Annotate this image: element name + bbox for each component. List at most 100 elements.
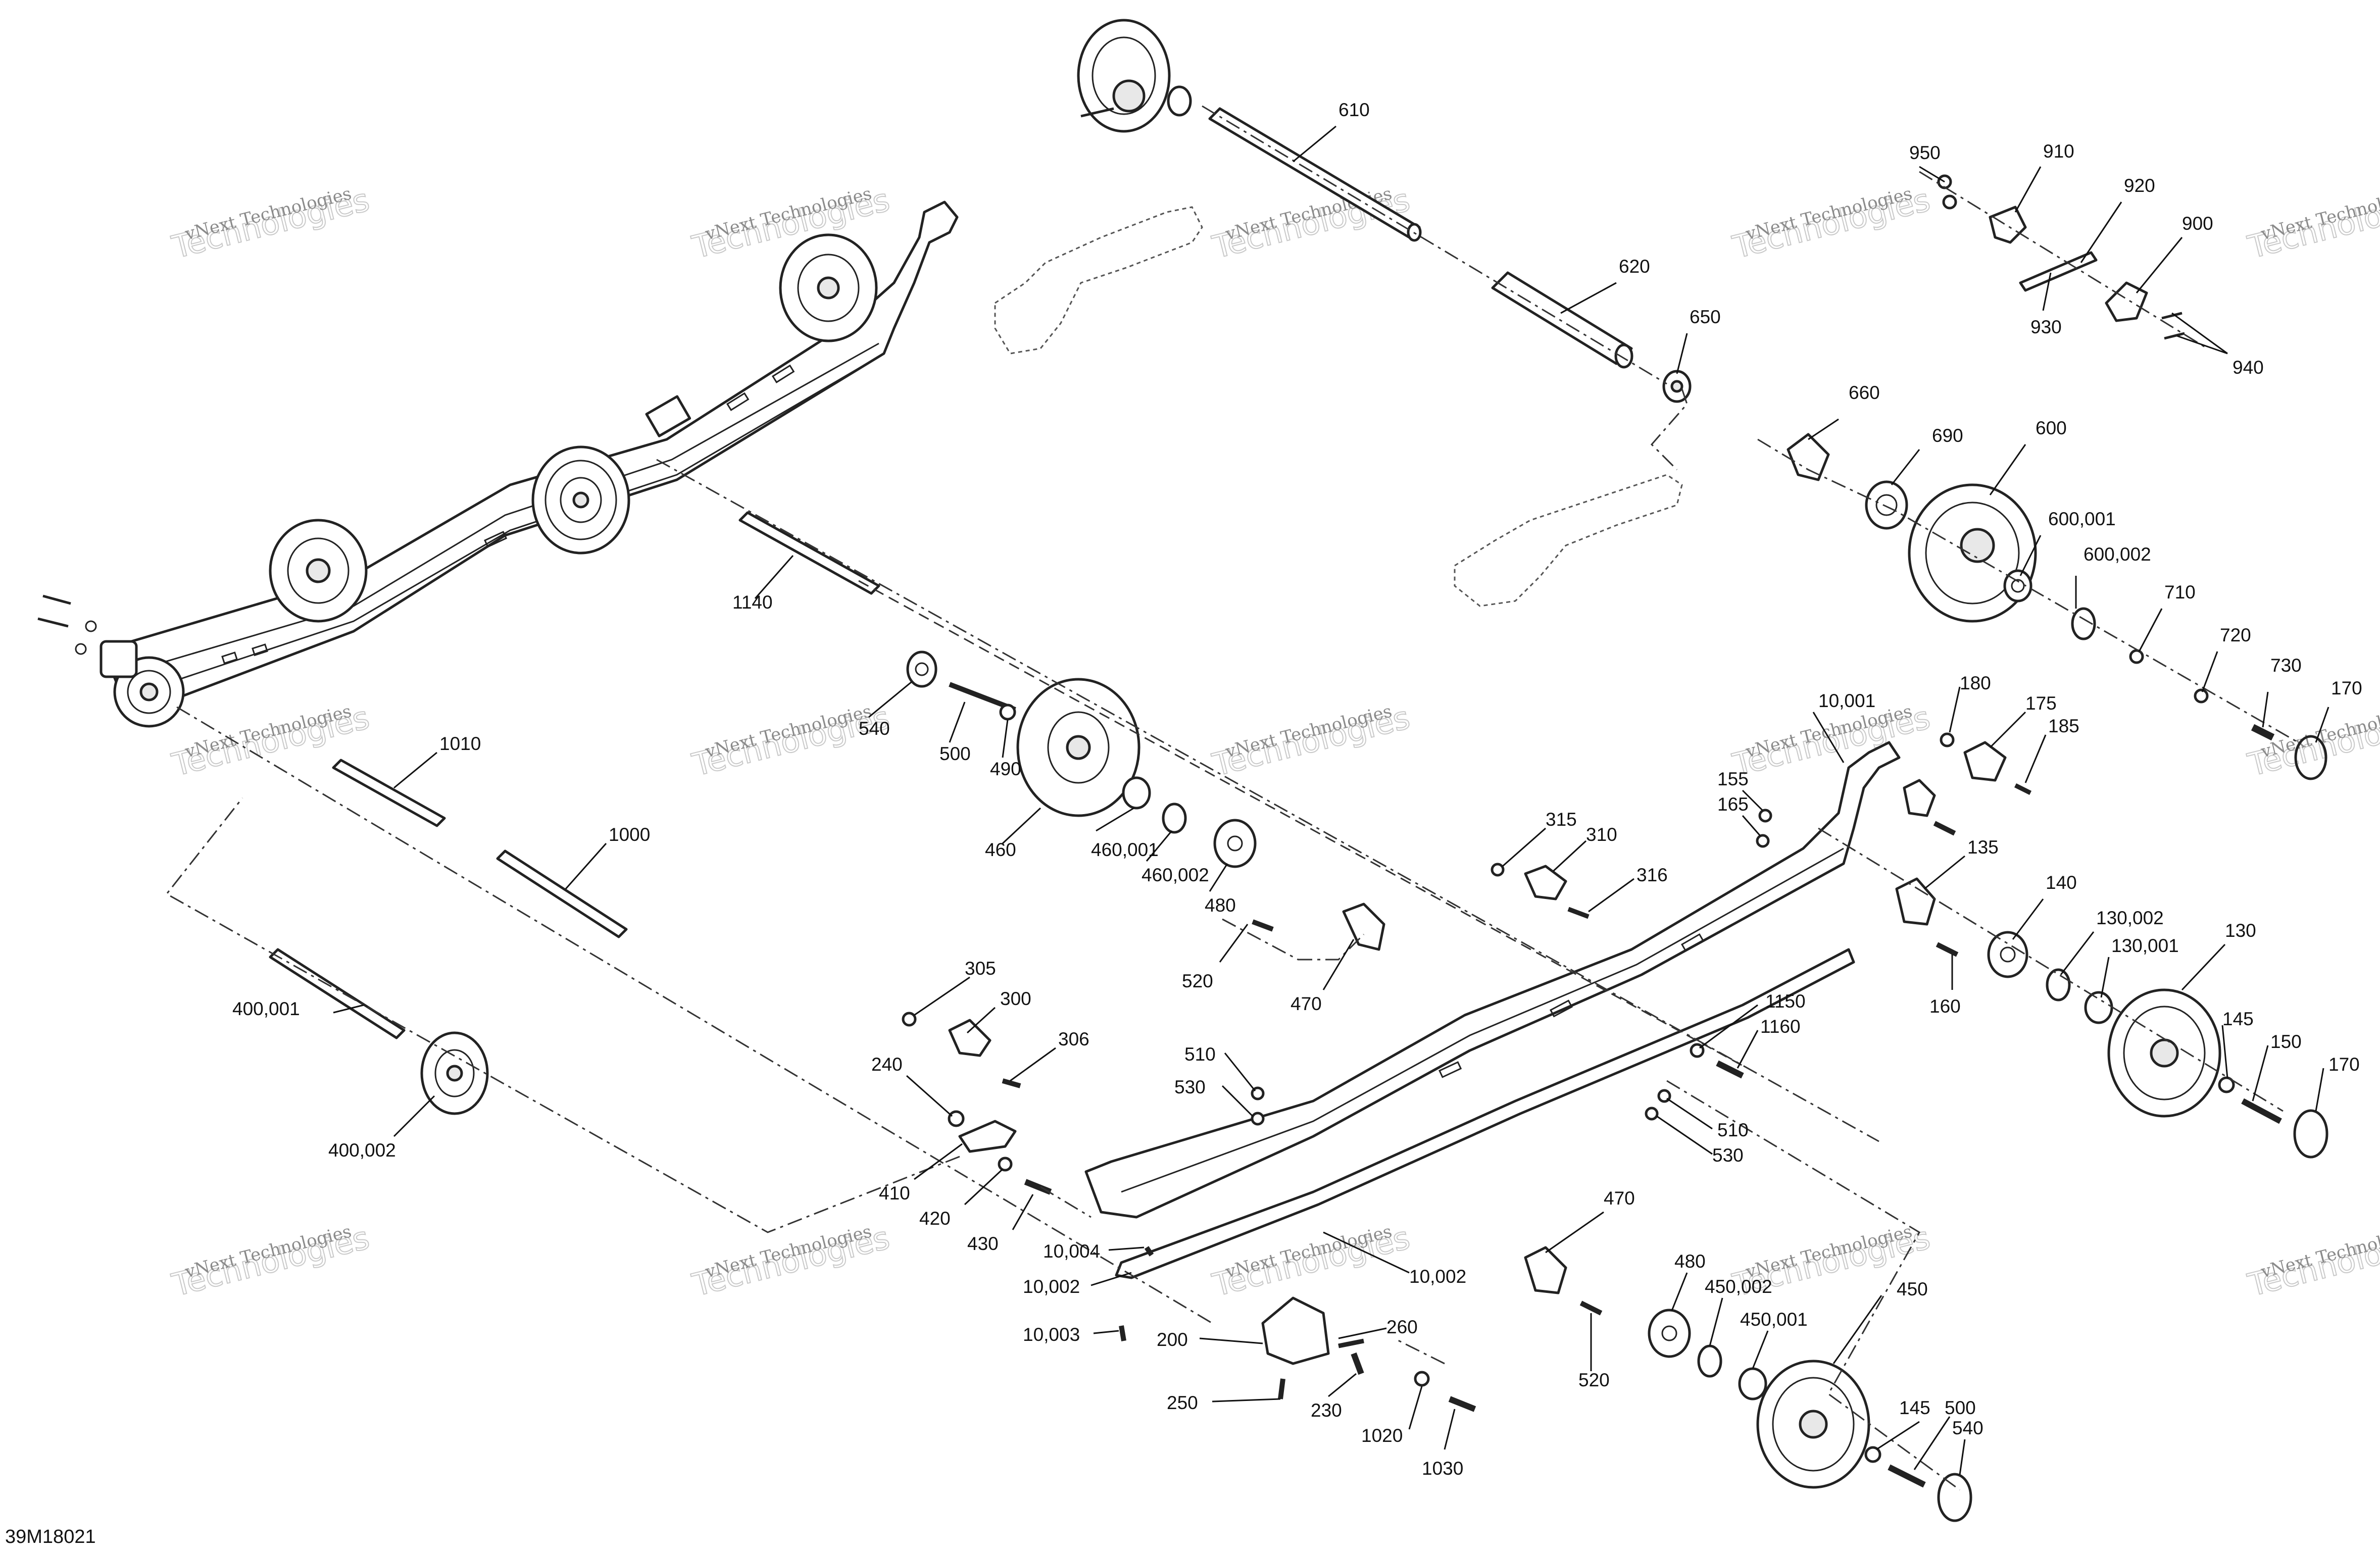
callout-150: 150 (2270, 1031, 2302, 1052)
callout-310: 310 (1586, 824, 1617, 845)
callout-940: 940 (2233, 357, 2264, 378)
callout-470b: 470 (1604, 1188, 1635, 1209)
bearing-130001 (2084, 991, 2113, 1024)
rail-wheel-rear (779, 233, 878, 342)
callout-1160: 1160 (1760, 1016, 1801, 1037)
bearing-450001 (1738, 1367, 1767, 1400)
callout-165: 165 (1717, 794, 1749, 815)
callout-650: 650 (1690, 307, 1721, 327)
washer-140 (1987, 931, 2028, 978)
callout-720: 720 (2220, 625, 2251, 645)
washer-490 (999, 704, 1016, 721)
callout-1010: 1010 (439, 733, 481, 754)
callout-130001: 130,001 (2111, 935, 2179, 956)
callout-170a: 170 (2331, 678, 2362, 698)
bolt-upper-right (1933, 821, 1956, 836)
callout-420: 420 (919, 1208, 951, 1229)
bolt-185 (2014, 783, 2032, 795)
bolt-520-bottom (1579, 1300, 1603, 1316)
spacer-620 (1491, 271, 1633, 369)
cap-170-top (2294, 735, 2327, 780)
callout-600: 600 (2036, 418, 2067, 438)
callout-10002b: 10,002 (1409, 1266, 1466, 1287)
ghost-bracket-top (994, 206, 1203, 355)
bolts-950 (1937, 174, 1957, 210)
bolt-150 (2241, 1098, 2282, 1124)
callout-316: 316 (1637, 865, 1668, 885)
bolt-520-top (1252, 919, 1274, 932)
ghost-bracket-right (1454, 474, 1683, 607)
bolt-500-bottom (1888, 1464, 1926, 1488)
wheel-450 (1756, 1360, 1870, 1489)
callout-10001: 10,001 (1818, 690, 1875, 711)
rail-wheel-front (100, 640, 185, 728)
callout-480a: 480 (1205, 895, 1236, 916)
callout-460002: 460,002 (1142, 865, 1209, 885)
washer-305 (902, 1012, 917, 1027)
callout-710: 710 (2164, 582, 2196, 603)
callout-450: 450 (1897, 1279, 1928, 1299)
callout-1000: 1000 (609, 824, 650, 845)
callout-130: 130 (2225, 920, 2256, 941)
callout-175: 175 (2025, 693, 2057, 714)
callout-930: 930 (2030, 317, 2062, 337)
washer-690 (1865, 480, 1908, 530)
slider-upper-right (1903, 779, 1936, 817)
cap-540-bottom (1937, 1473, 1972, 1522)
callout-410: 410 (879, 1183, 910, 1204)
callout-460: 460 (985, 839, 1016, 860)
leader-lines (333, 125, 2329, 1475)
callout-315: 315 (1546, 809, 1577, 830)
rail-wheel-mid-small (269, 519, 368, 623)
washer-315 (1491, 863, 1505, 877)
callout-540b: 540 (1952, 1418, 1984, 1438)
callout-540a: 540 (859, 718, 890, 739)
callout-1020: 1020 (1361, 1425, 1403, 1446)
front-bolts (37, 594, 97, 655)
rail-wheel-mid-large (531, 445, 630, 555)
callout-520b: 520 (1578, 1370, 1610, 1390)
rail-holes-right (1439, 933, 1704, 1078)
washer-540-top (906, 650, 937, 688)
callout-610: 610 (1338, 99, 1370, 120)
nut-240 (948, 1110, 965, 1127)
callout-480b: 480 (1674, 1251, 1706, 1272)
bolt-1030 (1448, 1396, 1476, 1412)
callout-145a: 145 (2222, 1009, 2254, 1029)
top-idler-wheel (1077, 19, 1192, 133)
callout-660: 660 (1849, 382, 1880, 403)
axle-400001 (269, 948, 406, 1039)
washer-145-top (2218, 1076, 2235, 1093)
callout-600002: 600,002 (2084, 544, 2151, 565)
callout-1140: 1140 (732, 592, 773, 613)
callout-510b: 510 (1717, 1120, 1749, 1140)
washer-145-bottom (1864, 1446, 1881, 1463)
callout-250: 250 (1167, 1392, 1198, 1413)
assembly-centerlines (165, 105, 2299, 1491)
callout-400001: 400,001 (232, 998, 300, 1019)
callout-430: 430 (967, 1233, 999, 1254)
ring-130002 (2046, 968, 2071, 1002)
callout-160: 160 (1929, 996, 1961, 1017)
callout-305: 305 (965, 958, 996, 979)
callout-306: 306 (1058, 1029, 1089, 1049)
callout-730: 730 (2270, 655, 2302, 676)
ring-450002 (1697, 1344, 1722, 1378)
callout-460001: 460,001 (1091, 839, 1159, 860)
callout-240: 240 (871, 1054, 903, 1075)
rail-holes (221, 364, 795, 665)
nuts-510-530 (1251, 1086, 1671, 1126)
nut-1020 (1414, 1371, 1430, 1387)
washer-720 (2194, 688, 2209, 704)
washer-420 (998, 1157, 1013, 1172)
callout-1150: 1150 (1765, 991, 1806, 1012)
callout-10003: 10,003 (1023, 1324, 1080, 1345)
callout-400002: 400,002 (328, 1140, 396, 1161)
